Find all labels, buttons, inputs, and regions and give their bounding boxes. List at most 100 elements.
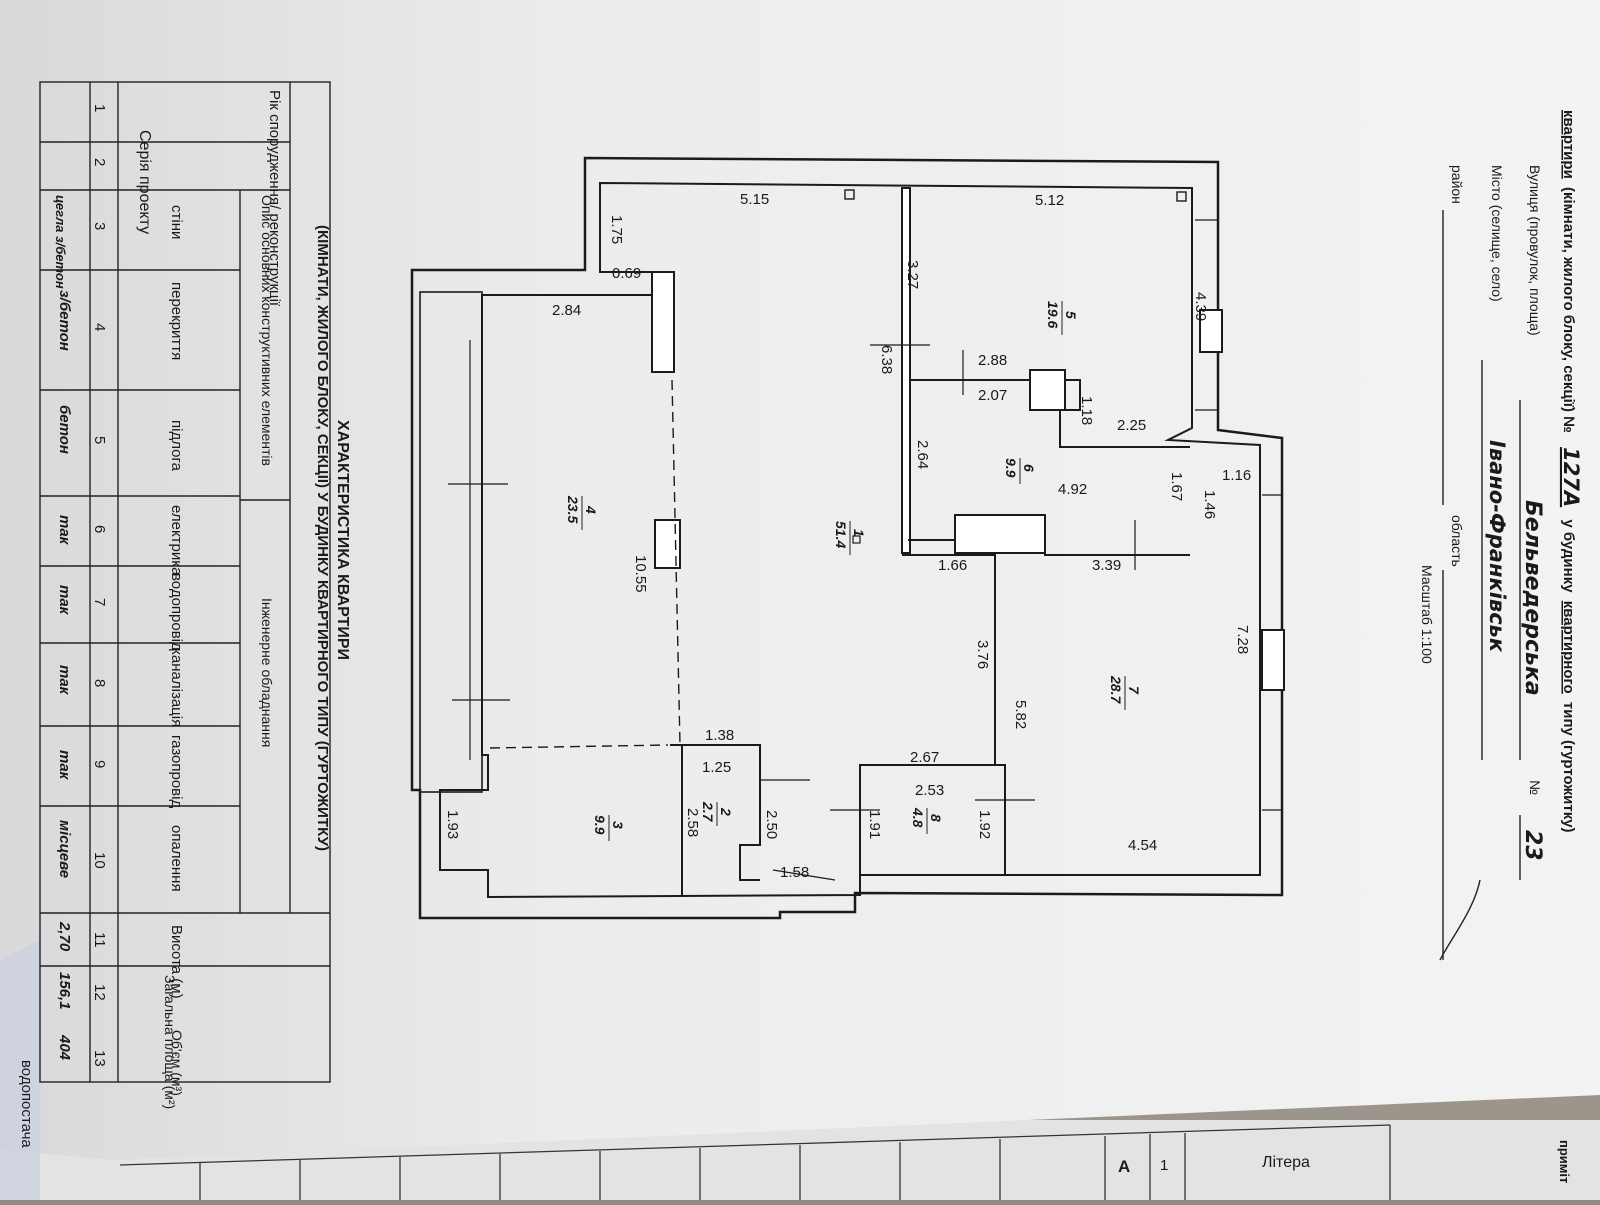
svg-text:2: 2 <box>718 807 734 816</box>
dim-label: 2.50 <box>763 810 780 839</box>
col-label: Загальна площа (м²) <box>162 975 178 1109</box>
dim-label: 7.28 <box>1234 625 1251 654</box>
dim-label: 1.92 <box>976 810 993 839</box>
dim-label: 1.16 <box>1222 467 1251 484</box>
dim-label: 10.55 <box>632 555 649 593</box>
svg-text:8: 8 <box>91 679 108 687</box>
col-value: цегла з/бетон <box>53 195 68 289</box>
apartment-number: 127А <box>1559 447 1583 507</box>
dim-label: 1.25 <box>702 759 731 776</box>
dim-label: 1.93 <box>444 810 461 839</box>
dim-label: 0.69 <box>612 265 641 282</box>
room-labels: 151.4 22.7 3 9.9 423.5 519.6 69.9 728.7 8… <box>565 301 1142 841</box>
dim-label: 4.39 <box>1192 292 1209 321</box>
svg-text:приміт: приміт <box>1557 1140 1572 1183</box>
dim-label: 4.92 <box>1058 481 1087 498</box>
room-7: 728.7 <box>1108 675 1142 710</box>
dim-label: 3.27 <box>904 260 921 289</box>
dim-label: 2.53 <box>915 782 944 799</box>
svg-text:4: 4 <box>583 505 599 514</box>
svg-text:7: 7 <box>91 598 108 606</box>
svg-text:6: 6 <box>1021 464 1037 472</box>
svg-text:8: 8 <box>928 814 944 822</box>
room-8: 84.8 <box>910 807 944 834</box>
dim-label: 1.67 <box>1168 472 1185 501</box>
col-label: електрика <box>168 505 185 576</box>
col-label: водопровід <box>168 573 185 651</box>
room-4: 423.5 <box>565 495 599 530</box>
svg-text:3: 3 <box>91 222 108 230</box>
dim-label: 3.39 <box>1092 557 1121 574</box>
col-label: Рік спорудження/ реконструкції <box>266 90 283 307</box>
svg-text:5: 5 <box>91 436 108 444</box>
dim-label: 1.58 <box>780 864 809 881</box>
city-value: Івано-Франківськ <box>1485 440 1509 653</box>
svg-text:23.5: 23.5 <box>565 495 581 523</box>
col-value: з/бетон <box>56 290 73 351</box>
room-5: 519.6 <box>1045 301 1079 335</box>
table-subtitle: (КІМНАТИ, ЖИЛОГО БЛОКУ, СЕКЦІЇ) У БУДИНК… <box>314 225 331 851</box>
scale-label: Масштаб 1:100 <box>1419 565 1435 664</box>
svg-text:3: 3 <box>610 821 626 829</box>
room-1: 151.4 <box>833 521 867 555</box>
svg-text:7: 7 <box>1126 686 1142 695</box>
side-label: водопостача <box>18 1060 35 1148</box>
svg-text:А: А <box>1118 1157 1130 1176</box>
col-label: каналізація <box>168 648 185 727</box>
dim-label: 1.38 <box>705 727 734 744</box>
svg-text:2.7: 2.7 <box>700 801 716 823</box>
dim-label: 2.67 <box>910 749 939 766</box>
characteristics-table <box>39 81 331 1083</box>
svg-text:9: 9 <box>91 760 108 768</box>
dim-label: 2.64 <box>914 440 931 469</box>
plan-dimensions: 5.15 5.12 1.75 0.69 3.27 4.39 2.84 6.38 … <box>444 191 1251 881</box>
svg-text:12: 12 <box>91 984 108 1001</box>
col-value: 2,70 <box>56 921 73 952</box>
dim-label: 2.84 <box>552 302 581 319</box>
svg-text:19.6: 19.6 <box>1045 301 1061 328</box>
dim-label: 4.54 <box>1128 837 1157 854</box>
dim-label: 6.38 <box>878 345 895 374</box>
dim-label: 2.07 <box>978 387 1007 404</box>
next-page-table <box>119 1124 1391 1200</box>
city-label: Місто (селище, село) <box>1489 165 1505 302</box>
col-label: Серія проекту <box>136 130 153 234</box>
dim-label: 5.15 <box>740 191 769 208</box>
col-label: опалення <box>168 825 185 892</box>
header-block: квартири (кімнати, жилого блоку, секції)… <box>1419 110 1583 1183</box>
svg-text:№: № <box>1527 780 1543 795</box>
dim-label: 1.75 <box>608 215 625 244</box>
col-value: так <box>56 665 73 696</box>
col-value: бетон <box>56 405 73 454</box>
col-label: підлога <box>168 420 185 472</box>
litera-label: Літера <box>1262 1154 1310 1171</box>
col-label: Об'єм (м³) <box>169 1030 185 1096</box>
col-value: місцеве <box>56 820 73 878</box>
col-label: стіни <box>168 205 185 239</box>
main-page <box>0 0 1600 1160</box>
room-2: 22.7 <box>700 801 734 826</box>
room-6: 69.9 <box>1003 458 1037 484</box>
svg-text:28.7: 28.7 <box>1108 675 1124 704</box>
svg-text:квартири (кімнати, жилог: квартири (кімнати, жилого блоку, секції)… <box>1559 110 1583 833</box>
col-value: так <box>56 750 73 781</box>
svg-text:9.9: 9.9 <box>1003 458 1019 478</box>
svg-text:11: 11 <box>91 932 108 948</box>
svg-text:1: 1 <box>1160 1157 1168 1174</box>
svg-text:6: 6 <box>91 525 108 533</box>
svg-text:10: 10 <box>91 852 108 869</box>
svg-text:4: 4 <box>91 323 108 331</box>
dim-label: 2.25 <box>1117 417 1146 434</box>
street-label: Вулиця (провулок, площа) <box>1527 165 1543 336</box>
dim-label: 2.88 <box>978 352 1007 369</box>
group-structural: Опис основних конструктивних елементів <box>259 195 275 466</box>
table-text: ХАРАКТЕРИСТИКА КВАРТИРИ (КІМНАТИ, ЖИЛОГО… <box>53 90 351 1109</box>
group-engineering: Інженерне обладнання <box>259 598 275 747</box>
col-value: 156,1 <box>56 972 73 1010</box>
svg-text:5: 5 <box>1063 311 1079 319</box>
dim-label: 2.58 <box>684 808 701 837</box>
dim-label: 5.82 <box>1012 700 1029 729</box>
svg-text:2: 2 <box>91 158 108 166</box>
